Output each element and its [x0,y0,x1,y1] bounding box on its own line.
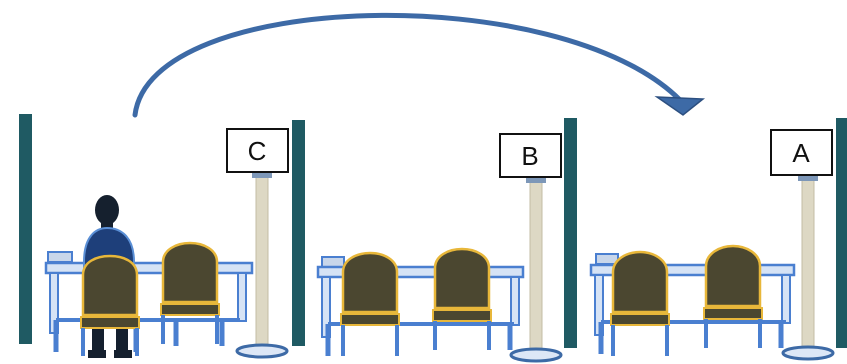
sign-board [226,128,289,173]
divider-post-3 [564,118,577,348]
chair [160,241,220,344]
sign-label-a: A [792,138,810,168]
chair [610,250,670,356]
sign-label-b: B [521,141,538,171]
table [316,256,525,356]
sign-stand: A [770,129,835,361]
sign-board [499,133,562,178]
arrow-curve [132,12,683,118]
chair [432,247,492,350]
booth-a: A [589,129,835,361]
booth-c: C [44,128,289,359]
sign-stand: C [226,128,289,359]
booth-b: B [316,133,563,363]
sign-board [770,129,833,176]
chair [703,244,763,348]
divider-post-2 [292,120,305,346]
chair [80,254,140,356]
rotation-arrow [132,12,706,118]
sign-label-c: C [248,136,267,166]
divider-post-1 [19,114,32,344]
table [44,251,254,352]
arrow-head [654,96,706,116]
chair [340,251,400,356]
sign-stand: B [499,133,563,363]
divider-post-4 [836,118,847,348]
